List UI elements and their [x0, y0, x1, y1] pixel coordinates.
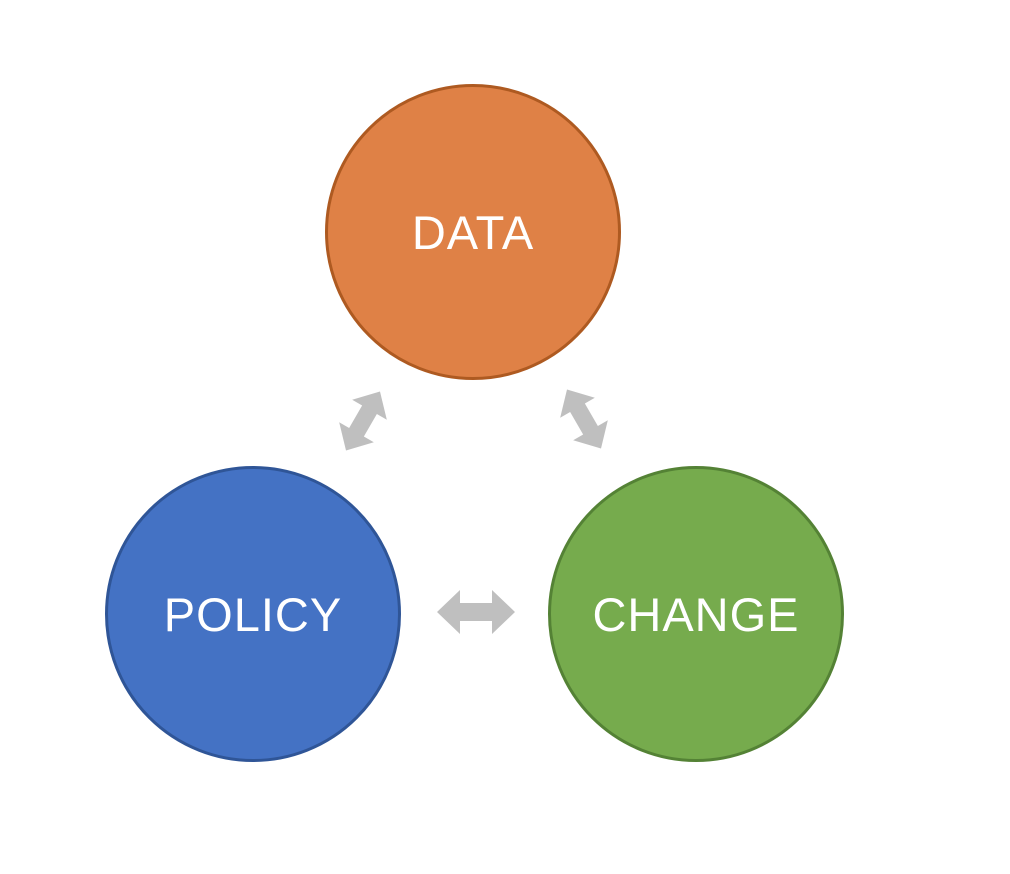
double-arrow-policy-change-icon	[437, 590, 515, 634]
double-arrow-data-policy-icon	[339, 391, 387, 451]
double-arrow-data-change-icon	[560, 389, 608, 449]
node-label-data: DATA	[411, 205, 535, 259]
node-label-policy: POLICY	[163, 587, 343, 641]
circle-node-policy: POLICY	[105, 466, 401, 762]
node-label-change: CHANGE	[592, 587, 800, 641]
circle-node-change: CHANGE	[548, 466, 844, 762]
circle-node-data: DATA	[325, 84, 621, 380]
